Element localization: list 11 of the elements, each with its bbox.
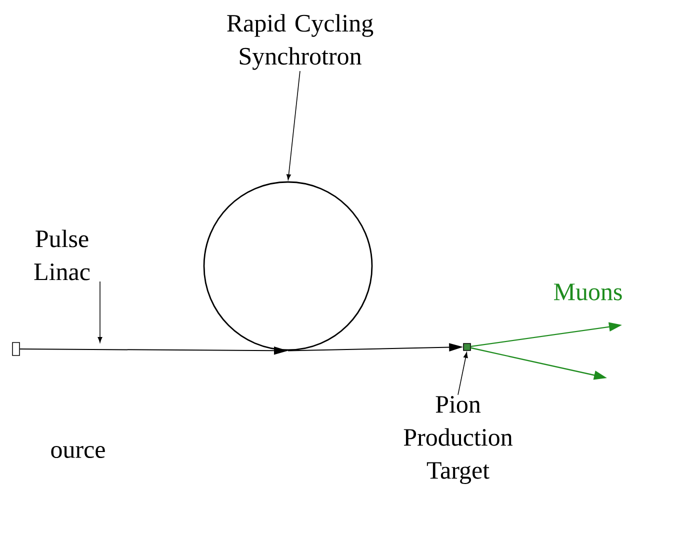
target-square [463, 343, 471, 351]
label-text: ource [51, 446, 105, 458]
leader-arrow [98, 281, 102, 343]
synchrotron-ring [203, 181, 373, 351]
label-text: Muons [554, 284, 622, 300]
source-box [12, 342, 20, 356]
label-text: Pulse Linac [34, 230, 90, 280]
label-text: Pion Production Target [404, 396, 512, 484]
leader-arrow [286, 70, 300, 180]
label-text: Rapid Cycling Synchrotron [227, 14, 374, 70]
leader-arrow [458, 352, 468, 396]
